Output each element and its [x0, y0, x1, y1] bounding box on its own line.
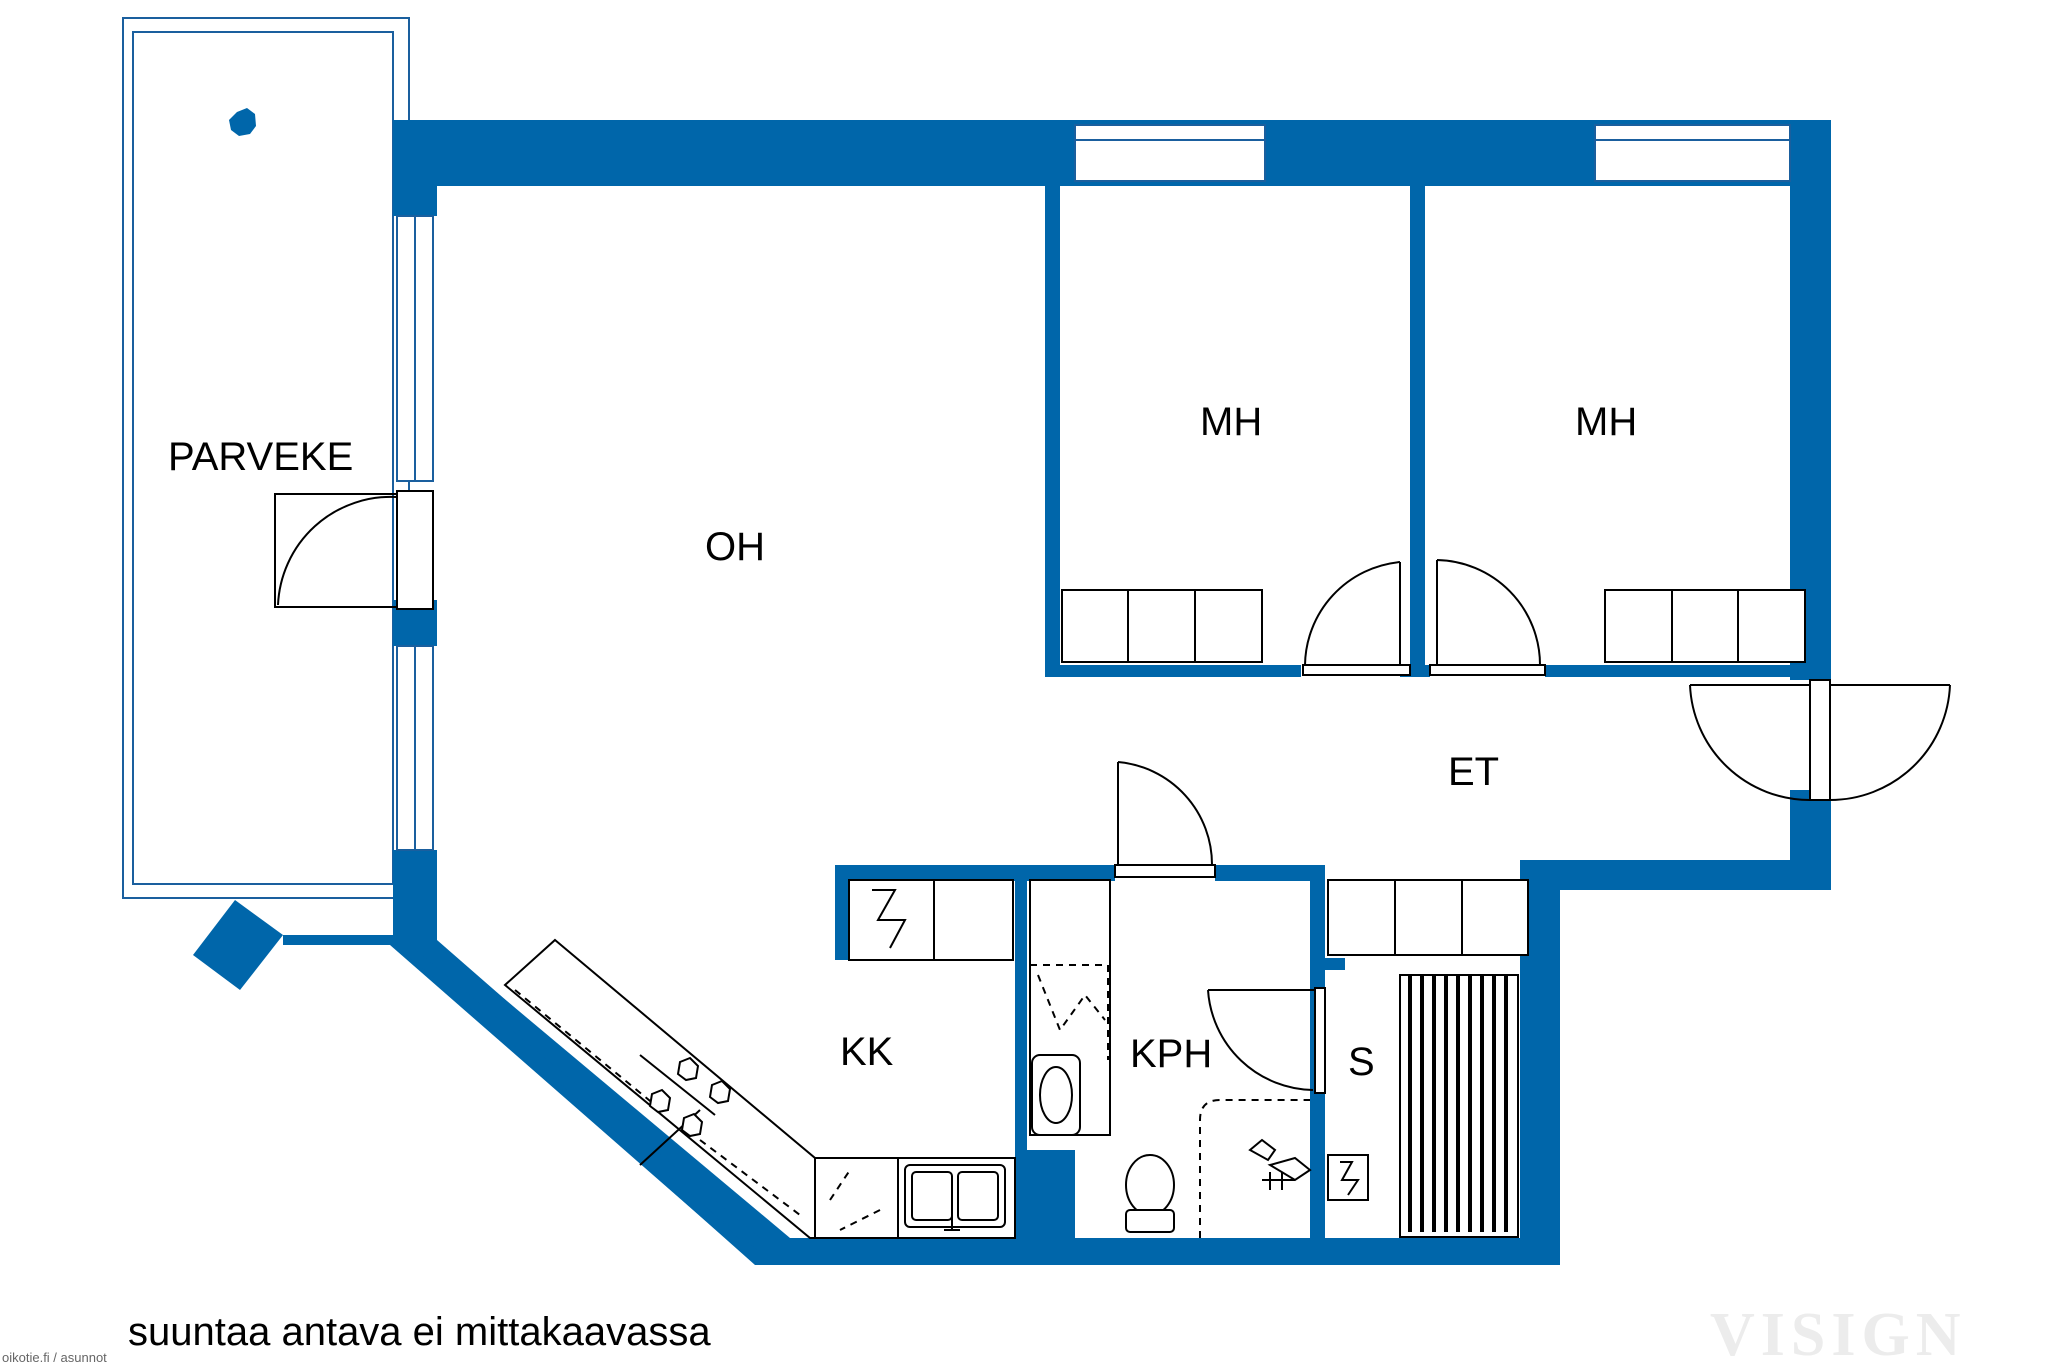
- sauna-heater-icon: [1340, 1161, 1360, 1196]
- room-label-mh-left: MH: [1200, 400, 1262, 444]
- balcony-drain-icon: [229, 108, 256, 136]
- toilet-icon: [1125, 1154, 1175, 1233]
- doors: [274, 490, 1951, 1094]
- wardrobes: [1061, 589, 1806, 956]
- bathroom-fixtures: [1029, 879, 1312, 1238]
- sauna-fixtures: [1327, 974, 1519, 1238]
- windows: [396, 124, 1791, 851]
- room-label-parveke: PARVEKE: [168, 435, 353, 479]
- interior-walls: [835, 180, 1790, 1265]
- diagonal-wall: [395, 945, 775, 1265]
- balcony: [122, 17, 410, 990]
- stove-icon: [648, 1056, 732, 1138]
- washbasin-icon: [1031, 1054, 1081, 1136]
- source-credit: oikotie.fi / asunnot: [2, 1350, 107, 1365]
- electric-panel-icon: [872, 889, 907, 949]
- sink-icon: [904, 1164, 1006, 1231]
- watermark-logo: VISIGN: [1710, 1301, 1967, 1365]
- room-label-et: ET: [1448, 750, 1499, 794]
- scale-note: suuntaa antava ei mittakaavassa: [128, 1310, 711, 1354]
- sauna-bench: [1408, 975, 1508, 1232]
- room-label-kph: KPH: [1130, 1032, 1212, 1076]
- kitchen-fixtures: [503, 879, 1016, 1239]
- shower-icon: [1248, 1138, 1312, 1190]
- room-label-mh-right: MH: [1575, 400, 1637, 444]
- room-label-oh: OH: [705, 525, 765, 569]
- room-label-kk: KK: [840, 1030, 894, 1074]
- balcony-corner-wall: [193, 900, 283, 990]
- room-label-s: S: [1348, 1040, 1375, 1084]
